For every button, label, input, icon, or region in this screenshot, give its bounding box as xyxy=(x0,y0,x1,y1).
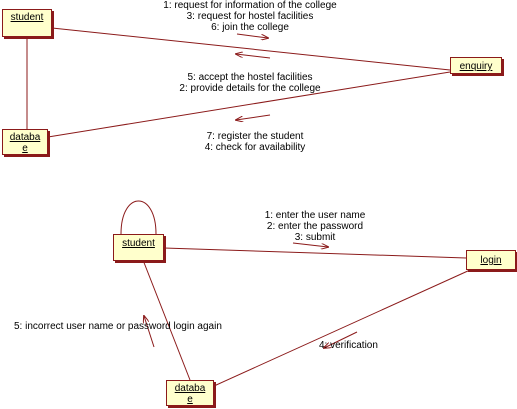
arrow-to-student-incorrect xyxy=(144,316,155,348)
message-verification: 4: verification xyxy=(319,340,378,351)
messages-student-to-login: 1: enter the user name 2: enter the pass… xyxy=(245,210,385,243)
link-database-login xyxy=(213,269,471,387)
message-label: 6: join the college xyxy=(211,22,289,33)
message-label: 4: verification xyxy=(319,340,378,351)
message-label: 5: accept the hostel facilities xyxy=(187,72,313,83)
message-label: 3: request for hostel facilities xyxy=(186,11,314,22)
arrow-to-enquiry xyxy=(236,33,268,38)
message-label: 2: enter the password xyxy=(266,221,364,232)
arrow-to-login xyxy=(292,242,328,247)
message-label: 2: provide details for the college xyxy=(179,83,321,94)
message-label: 1: enter the user name xyxy=(264,210,366,221)
object-student-login-diagram: student xyxy=(113,234,164,261)
object-database: databa e xyxy=(2,129,48,155)
link-student-enquiry xyxy=(51,27,451,71)
object-login: login xyxy=(466,250,516,270)
object-database-login-diagram: databa e xyxy=(166,380,214,406)
object-database-label: databa e xyxy=(9,132,41,154)
arrow-to-database-verification xyxy=(324,331,358,348)
message-label: 7: register the student xyxy=(206,131,304,142)
object-student: student xyxy=(2,9,52,37)
messages-enquiry-to-database: 7: register the student 4: check for ava… xyxy=(175,131,335,153)
link-database-enquiry xyxy=(47,71,451,138)
messages-enquiry-to-student: 5: accept the hostel facilities 2: provi… xyxy=(150,72,350,94)
message-label: 3: submit xyxy=(294,232,336,243)
object-enquiry-label: enquiry xyxy=(459,61,493,72)
object-login-label: login xyxy=(480,255,502,266)
arrow-to-database xyxy=(236,114,271,120)
link-student-login xyxy=(163,247,467,259)
message-label: 4: check for availability xyxy=(204,142,306,153)
message-label: 5: incorrect user name or password login… xyxy=(14,321,222,332)
object-student-label: student xyxy=(122,238,155,249)
message-label: 1: request for information of the colleg… xyxy=(163,0,337,11)
object-enquiry: enquiry xyxy=(450,57,502,74)
message-incorrect-login: 5: incorrect user name or password login… xyxy=(14,321,222,332)
object-student-label: student xyxy=(10,12,44,23)
link-database-student xyxy=(142,259,191,381)
object-database-label: databa e xyxy=(174,383,206,405)
arrow-to-student xyxy=(236,54,271,59)
student-self-loop xyxy=(120,200,157,235)
messages-student-to-enquiry: 1: request for information of the colleg… xyxy=(140,0,360,33)
